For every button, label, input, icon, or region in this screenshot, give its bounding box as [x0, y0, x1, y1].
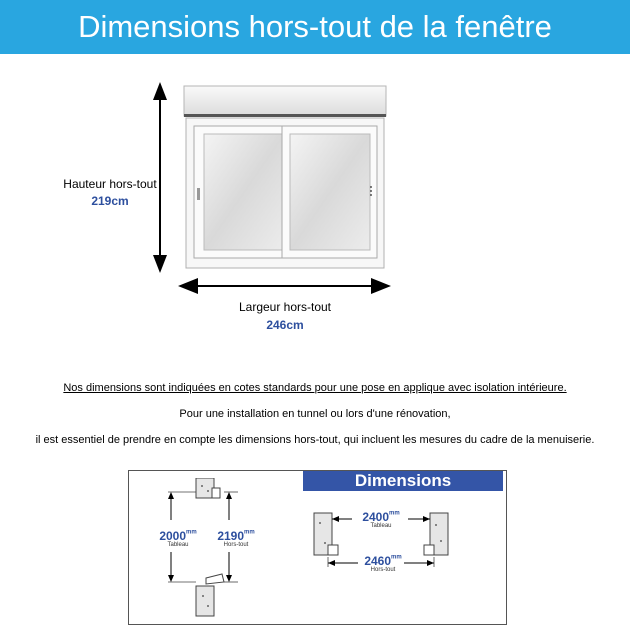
height-label: Hauteur hors-tout [63, 177, 157, 191]
vertical-tableau-dimension: 2000mm Tableau [156, 527, 200, 548]
width-arrow [178, 278, 391, 294]
vertical-tableau-value: 2000 [159, 529, 187, 543]
vertical-section-drawing [168, 478, 238, 617]
horizontal-horstout-value: 2460 [364, 554, 392, 568]
vertical-tableau-unit: mm [186, 529, 197, 536]
dimensions-panel-title: Dimensions [303, 471, 503, 491]
width-label: Largeur hors-tout [238, 300, 332, 314]
note-installation: Pour une installation en tunnel ou lors … [179, 408, 451, 420]
window-illustration [183, 85, 387, 269]
horizontal-horstout-dimension: 2460mm Hors-tout [358, 552, 408, 573]
height-value: 219cm [91, 194, 129, 208]
title-banner [0, 0, 630, 54]
right-glass [289, 133, 371, 251]
vertical-horstout-label: Hors-tout [223, 542, 249, 548]
horizontal-tableau-dimension: 2400mm Tableau [356, 508, 406, 529]
note-standard-dimensions: Nos dimensions sont indiquées en cotes s… [63, 382, 567, 394]
vertical-tableau-label: Tableau [167, 542, 189, 548]
horizontal-horstout-unit: mm [391, 554, 402, 561]
horizontal-tableau-label: Tableau [370, 523, 392, 529]
shutter-box-edge [184, 114, 386, 117]
horizontal-tableau-value: 2400 [362, 510, 390, 524]
vertical-horstout-value: 2190 [217, 529, 245, 543]
width-value: 246cm [266, 318, 304, 332]
height-arrow [153, 82, 167, 273]
vertical-horstout-unit: mm [244, 529, 255, 536]
horizontal-tableau-unit: mm [389, 510, 400, 517]
left-glass [203, 133, 285, 251]
left-handle [197, 188, 200, 200]
vertical-horstout-dimension: 2190mm Hors-tout [213, 527, 259, 548]
page-title: Dimensions hors-tout de la fenêtre [78, 9, 552, 44]
horizontal-section-drawing [313, 512, 449, 567]
shutter-box [183, 85, 387, 117]
note-horstout: il est essentiel de prendre en compte le… [35, 434, 595, 446]
horizontal-horstout-label: Hors-tout [370, 567, 396, 573]
